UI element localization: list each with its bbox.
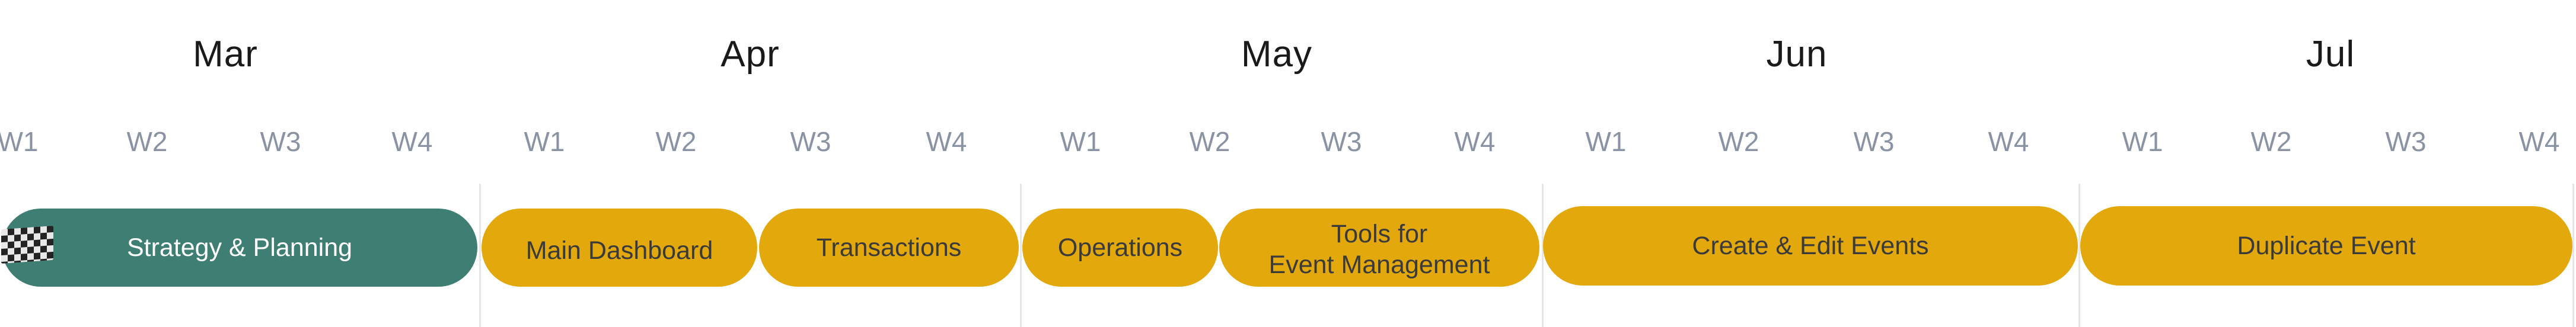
week-label: W3	[1853, 126, 1895, 157]
week-label: W3	[260, 126, 301, 157]
week-label: W2	[2250, 126, 2292, 157]
week-label: W1	[2122, 126, 2163, 157]
timeline-bar-strategy-planning[interactable]: Strategy & Planning	[2, 209, 477, 287]
week-label: W3	[2385, 126, 2427, 157]
timeline-bar-transactions[interactable]: Transactions	[759, 209, 1019, 287]
week-label: W3	[1321, 126, 1362, 157]
week-label: W2	[1718, 126, 1759, 157]
timeline-bar-label: Create & Edit Events	[1692, 232, 1929, 260]
week-label: W2	[655, 126, 697, 157]
timeline-bar-label: Strategy & Planning	[126, 233, 353, 262]
timeline-bar-label: Operations	[1057, 233, 1183, 262]
timeline-bar-main-dashboard[interactable]: Main Dashboard	[482, 209, 757, 287]
week-label: W2	[126, 126, 168, 157]
timeline-bar-label: Duplicate Event	[2237, 232, 2416, 260]
timeline-bar-duplicate-event[interactable]: Duplicate Event	[2080, 206, 2572, 286]
week-label: W2	[1189, 126, 1230, 157]
month-label-jul: Jul	[2306, 34, 2355, 75]
month-divider	[2572, 184, 2574, 327]
month-divider	[1020, 184, 1022, 327]
week-label: W4	[1454, 126, 1496, 157]
timeline-bar-label: Tools for Event Management	[1268, 220, 1490, 279]
week-label: W4	[391, 126, 433, 157]
month-label-apr: Apr	[720, 34, 780, 75]
timeline-bar-create-edit-events[interactable]: Create & Edit Events	[1543, 206, 2078, 286]
week-label: W1	[524, 126, 565, 157]
month-divider	[1542, 184, 1544, 327]
week-label: W1	[1585, 126, 1627, 157]
timeline-bar-label: Main Dashboard	[525, 236, 713, 265]
week-label: W4	[2518, 126, 2560, 157]
month-label-mar: Mar	[193, 34, 258, 75]
week-label: W1	[1060, 126, 1101, 157]
week-label: W1	[0, 126, 39, 157]
timeline-bar-tools-event-management[interactable]: Tools for Event Management	[1219, 209, 1539, 287]
month-label-jun: Jun	[1766, 34, 1828, 75]
month-divider	[2078, 184, 2080, 327]
week-label: W4	[926, 126, 967, 157]
week-label: W4	[1988, 126, 2029, 157]
month-label-may: May	[1241, 34, 1313, 75]
week-label: W3	[790, 126, 831, 157]
timeline-bar-operations[interactable]: Operations	[1022, 209, 1218, 287]
checkered-flag-icon	[1, 225, 53, 264]
timeline-bar-label: Transactions	[816, 233, 962, 262]
month-divider	[479, 184, 481, 327]
